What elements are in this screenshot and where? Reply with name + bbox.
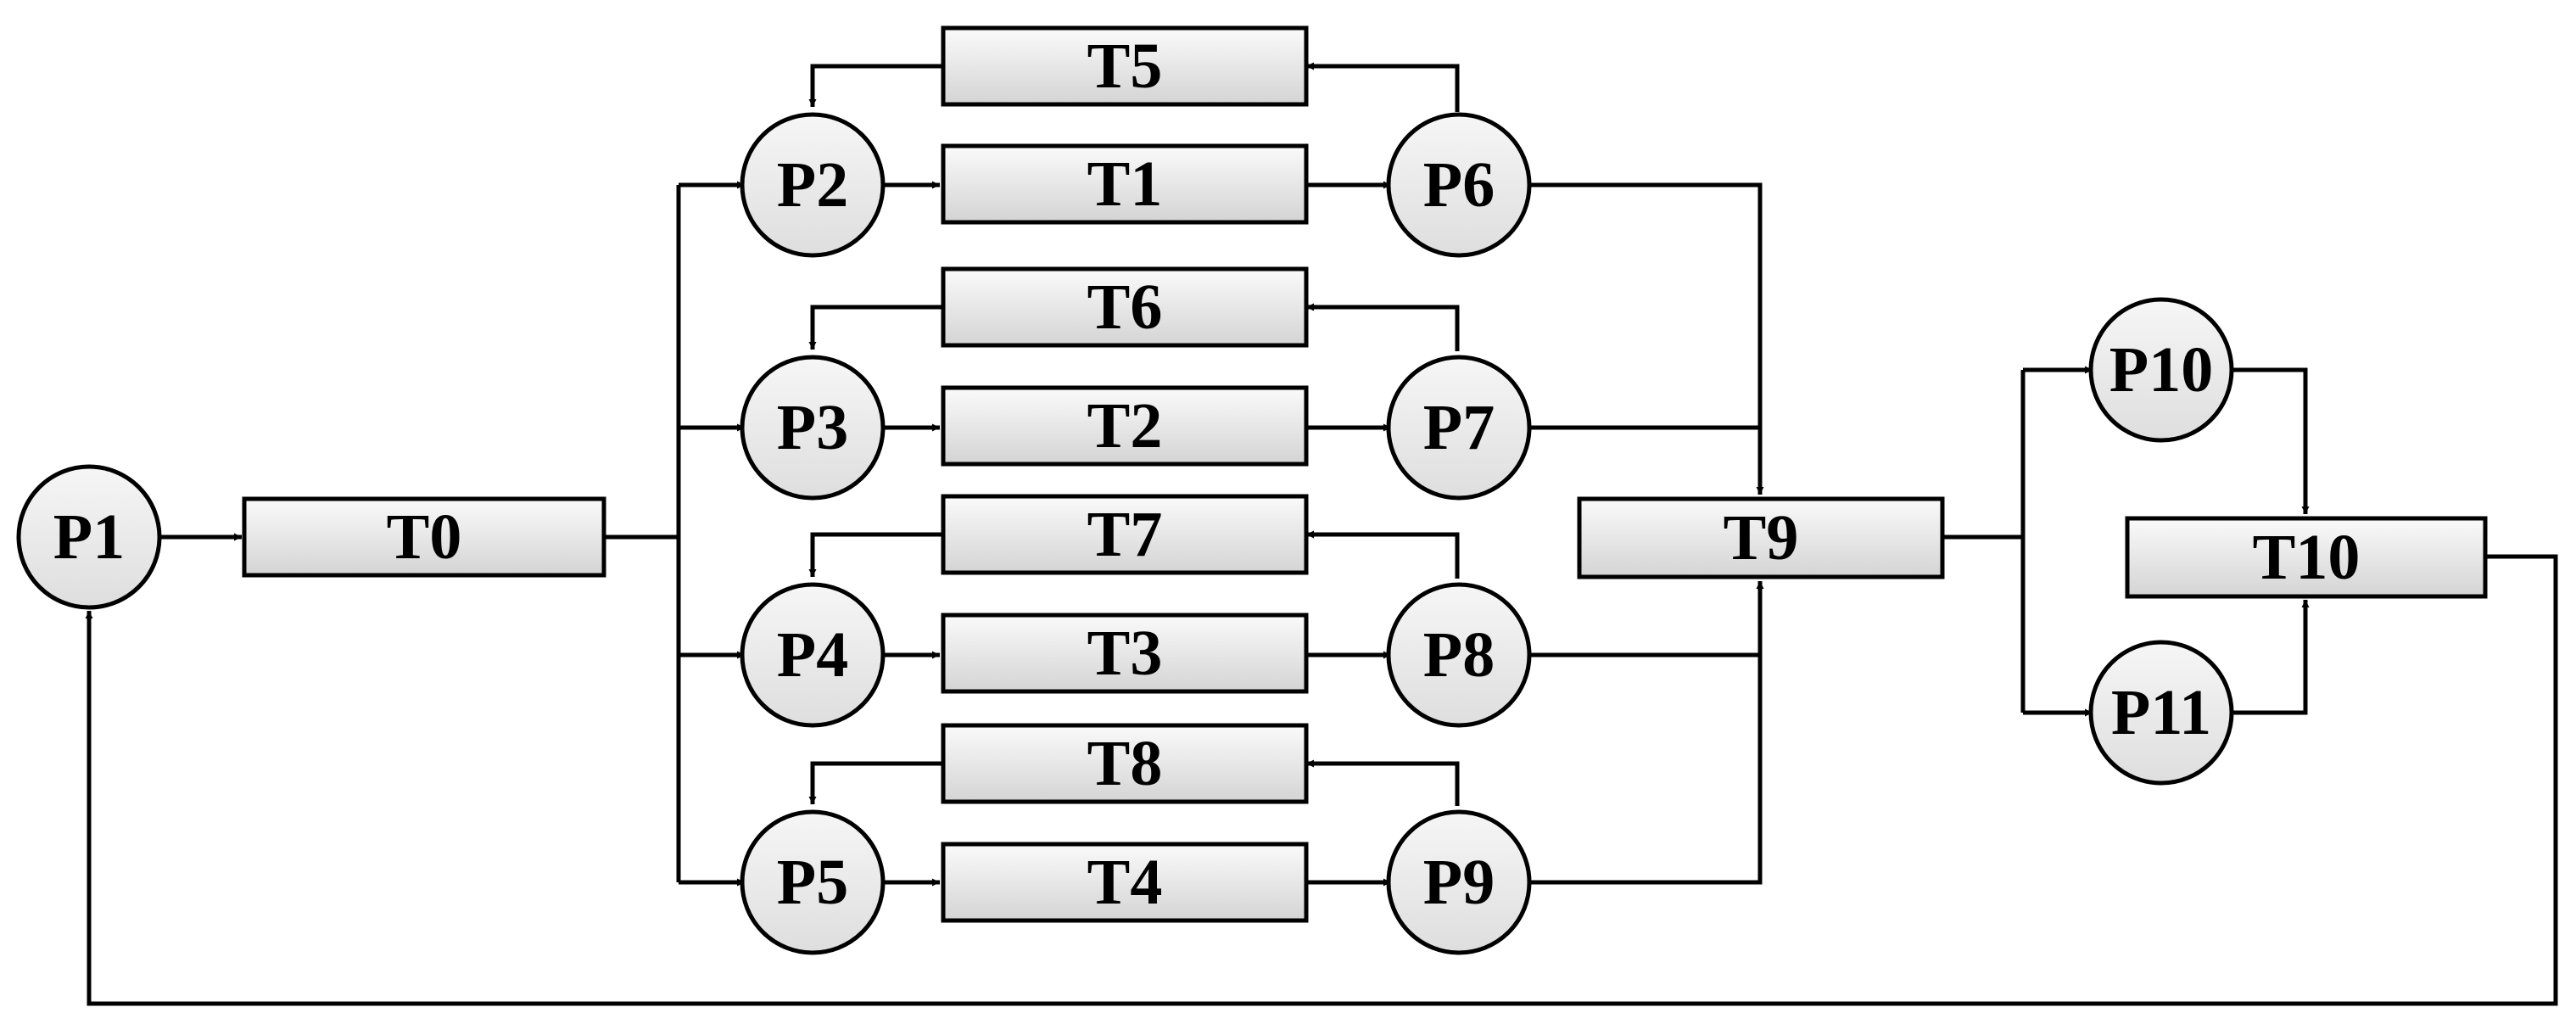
transition-t8[interactable]: T8: [941, 723, 1309, 804]
transition-t4[interactable]: T4: [941, 842, 1309, 923]
transition-t6[interactable]: T6: [941, 266, 1309, 348]
place-p10[interactable]: P10: [2088, 297, 2234, 443]
place-label: P11: [2111, 677, 2211, 748]
place-label: P5: [777, 847, 848, 918]
arc-p9-t9: [1529, 581, 1764, 885]
transition-label: T3: [1087, 618, 1163, 689]
transition-t5[interactable]: T5: [941, 25, 1309, 107]
transition-label: T9: [1724, 502, 1799, 574]
arc-p11-t10: [2231, 600, 2310, 715]
place-p4[interactable]: P4: [740, 582, 886, 728]
place-label: P10: [2109, 334, 2213, 406]
transition-label: T2: [1087, 390, 1163, 462]
arc-p6-t5: [1306, 62, 1460, 112]
arc-p6-t9: [1529, 182, 1764, 495]
place-p9[interactable]: P9: [1386, 809, 1532, 955]
transition-label: T8: [1087, 728, 1163, 799]
transition-t2[interactable]: T2: [941, 385, 1309, 467]
transition-label: T7: [1087, 499, 1163, 570]
arc-t8-p5: [808, 761, 943, 804]
place-label: P3: [777, 392, 848, 463]
place-p3[interactable]: P3: [740, 355, 886, 501]
place-label: P6: [1423, 149, 1495, 221]
place-label: P1: [53, 501, 125, 573]
place-label: P4: [777, 619, 848, 691]
arc-t7-p4: [808, 532, 943, 577]
arc-t10-p1: [85, 554, 2558, 1006]
place-p6[interactable]: P6: [1386, 112, 1532, 258]
place-label: P7: [1423, 392, 1495, 463]
transition-t7[interactable]: T7: [941, 494, 1309, 575]
transitions: T0 T1 T2 T3 T4 T5 T6 T7: [242, 25, 2488, 923]
transition-label: T0: [387, 501, 462, 573]
arc-t5-p2: [808, 64, 943, 107]
place-p7[interactable]: P7: [1386, 355, 1532, 501]
transition-label: T10: [2253, 522, 2361, 593]
places: P1 P2 P3 P4 P5 P6 P7 P8: [16, 112, 2234, 955]
place-p2[interactable]: P2: [740, 112, 886, 258]
transition-label: T1: [1087, 148, 1163, 220]
arc-t6-p3: [808, 305, 943, 350]
transition-t3[interactable]: T3: [941, 613, 1309, 694]
place-label: P8: [1423, 619, 1495, 691]
place-p1[interactable]: P1: [16, 464, 162, 610]
arc-p8-t7: [1306, 530, 1460, 579]
place-p11[interactable]: P11: [2088, 640, 2234, 786]
transition-t0[interactable]: T0: [242, 496, 606, 578]
transition-t10[interactable]: T10: [2125, 516, 2488, 599]
transition-t1[interactable]: T1: [941, 143, 1309, 225]
place-p5[interactable]: P5: [740, 809, 886, 955]
transition-label: T6: [1087, 271, 1163, 343]
place-p8[interactable]: P8: [1386, 582, 1532, 728]
arc-p9-t8: [1306, 759, 1460, 806]
transition-t9[interactable]: T9: [1577, 496, 1945, 579]
transition-label: T4: [1087, 847, 1163, 918]
transition-label: T5: [1087, 31, 1163, 102]
arcs: [85, 62, 2558, 1006]
arc-p7-t6: [1306, 303, 1460, 351]
place-label: P2: [777, 149, 848, 221]
place-label: P9: [1423, 847, 1495, 918]
arc-p10-t10: [2231, 367, 2310, 514]
